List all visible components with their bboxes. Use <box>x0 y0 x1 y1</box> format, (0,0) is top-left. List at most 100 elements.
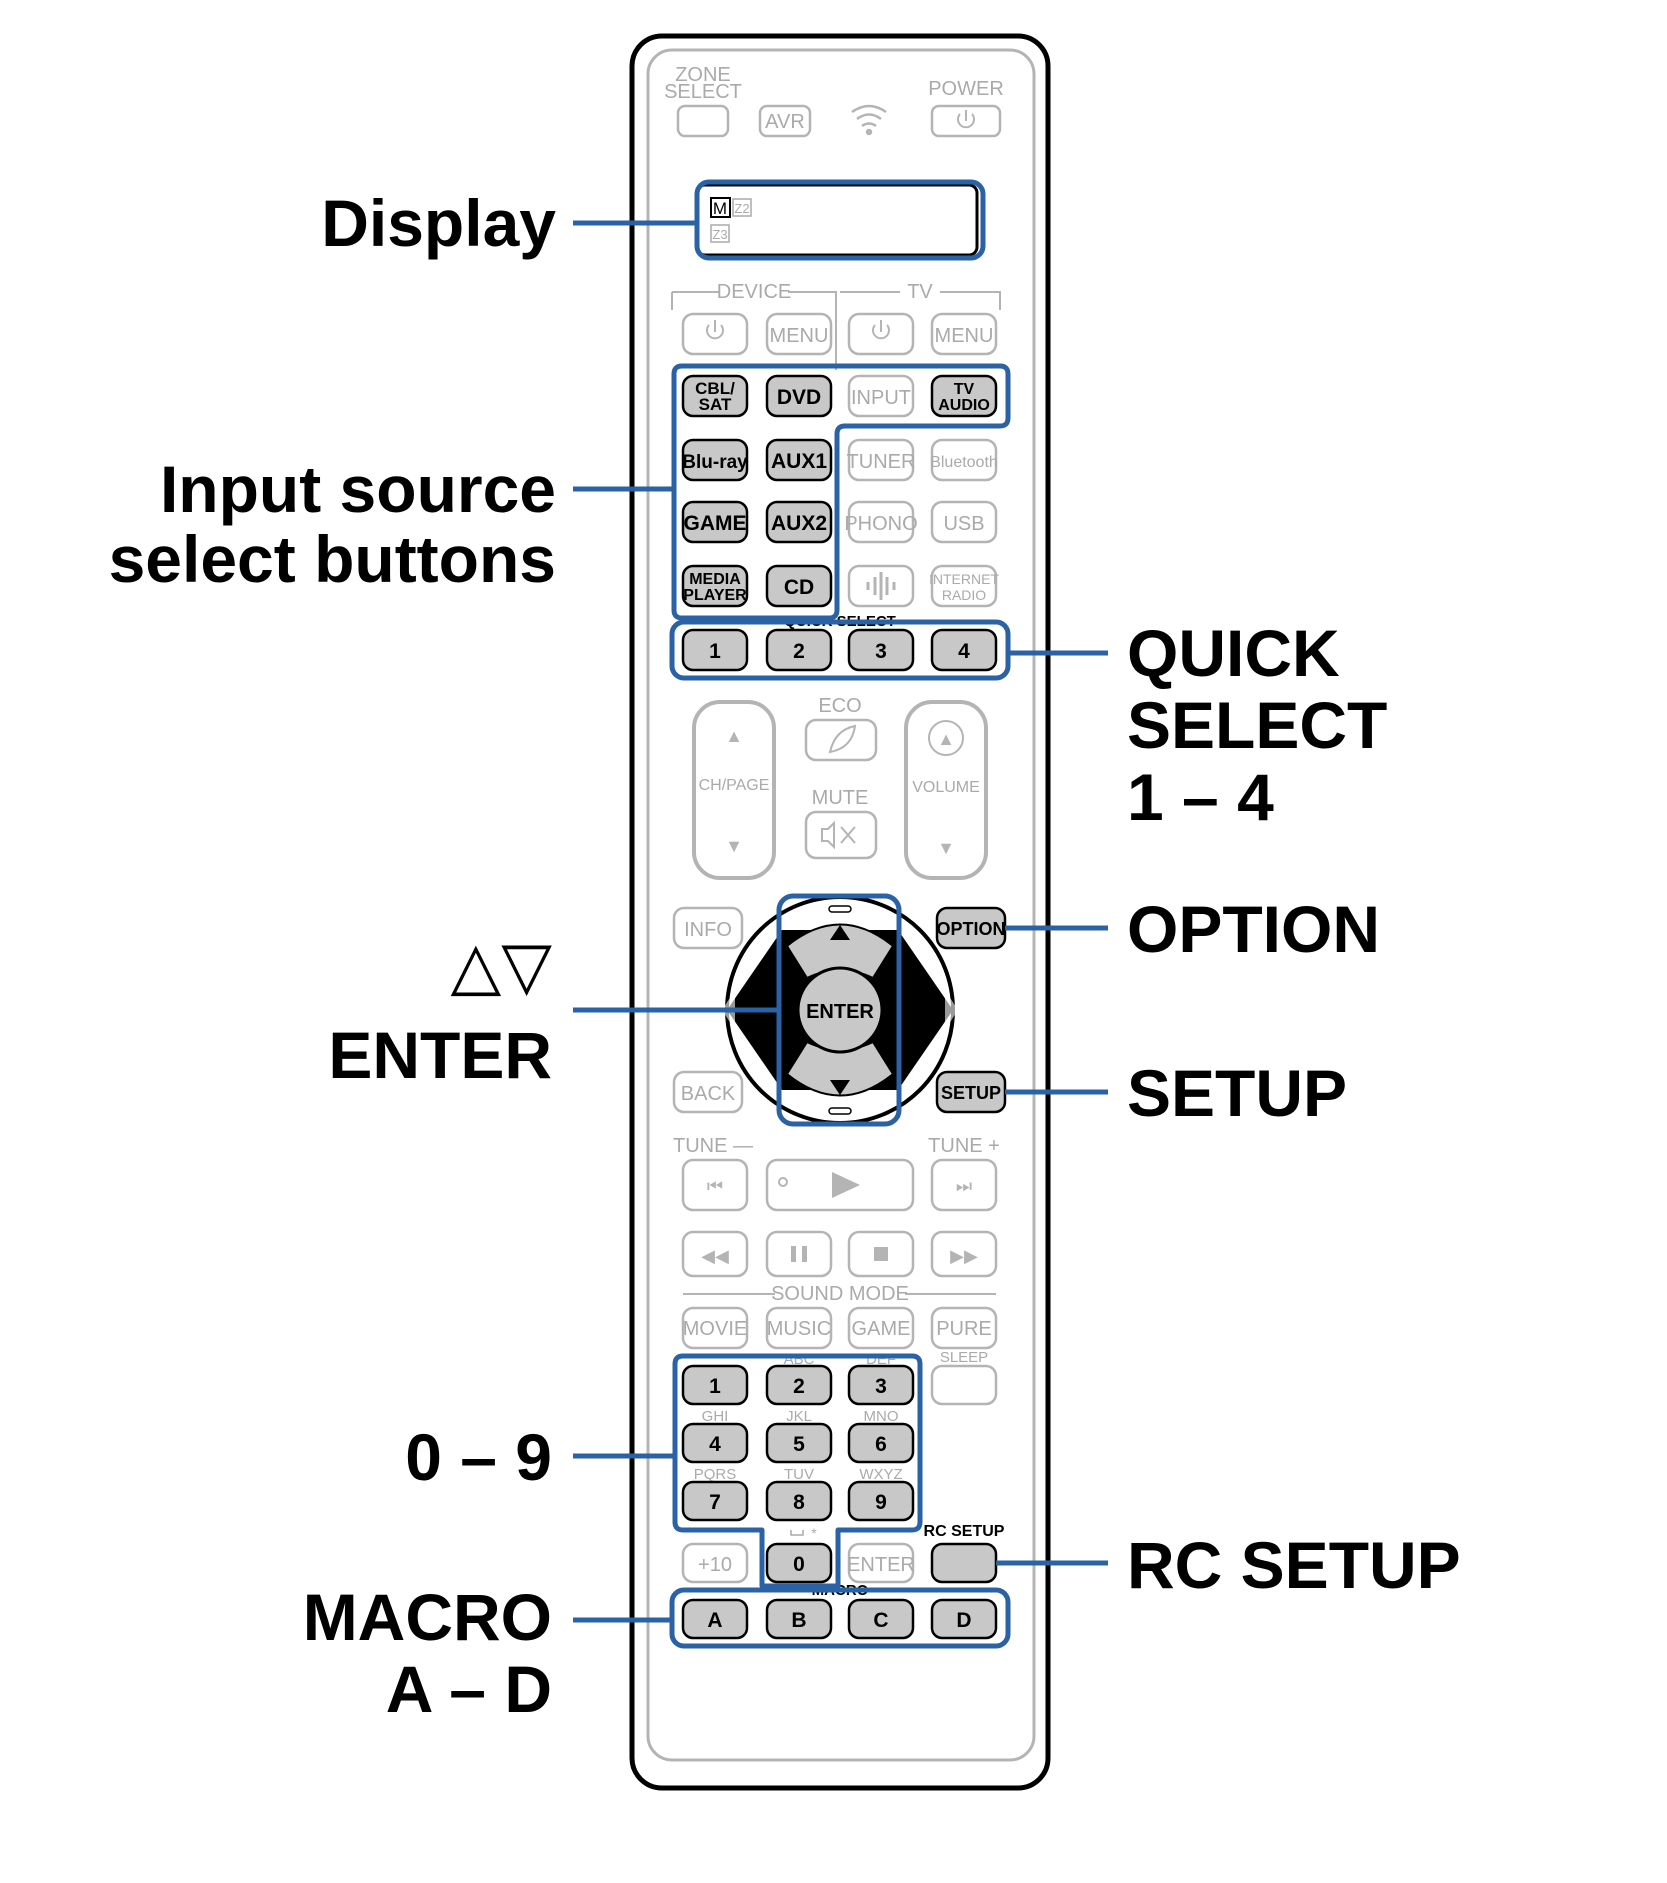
macro-c-label: C <box>873 1609 888 1632</box>
internet-radio-button[interactable] <box>930 564 998 608</box>
digit-7-button[interactable] <box>681 1480 749 1522</box>
tv-power-icon <box>872 320 890 340</box>
skip-back-button[interactable] <box>681 1158 749 1212</box>
tv-audio-button[interactable] <box>930 374 998 418</box>
device-menu-button[interactable] <box>765 312 833 356</box>
digit-9-button[interactable] <box>847 1480 915 1522</box>
pure-mode-button[interactable] <box>930 1306 998 1350</box>
game-input-button[interactable] <box>681 500 749 544</box>
display-zone-m-box <box>710 197 731 218</box>
media-player-button[interactable] <box>681 564 749 608</box>
heos-icon <box>866 572 896 600</box>
eco-button[interactable] <box>804 718 878 762</box>
tv-audio-label-2: AUDIO <box>938 397 990 414</box>
option-button-label: OPTION <box>936 919 1005 939</box>
avr-button[interactable] <box>758 104 812 138</box>
zone-select-button[interactable] <box>676 104 730 138</box>
macro-d-button[interactable] <box>930 1598 998 1640</box>
cbl-sat-button[interactable] <box>681 374 749 418</box>
internet-radio-label: INTERNET <box>929 571 999 587</box>
eco-label: ECO <box>818 695 861 717</box>
space-icon <box>790 1530 804 1536</box>
digit-6-button[interactable] <box>847 1422 915 1464</box>
macro-a-label: A <box>707 1609 722 1632</box>
mno-label: MNO <box>864 1408 899 1425</box>
skip-forward-button[interactable] <box>930 1158 998 1212</box>
digit-6-label: 6 <box>875 1433 887 1456</box>
enter-button[interactable] <box>796 966 884 1054</box>
quick-select-4-button[interactable] <box>930 628 998 672</box>
digit-2-button[interactable] <box>765 1364 833 1406</box>
plus10-button[interactable] <box>681 1542 749 1584</box>
mute-button[interactable] <box>804 810 878 860</box>
rc-setup-button[interactable] <box>930 1542 998 1584</box>
quick-select-2-button[interactable] <box>765 628 833 672</box>
ch-page-label: CH/PAGE <box>699 777 770 794</box>
macro-c-button[interactable] <box>847 1598 915 1640</box>
macro-a-button[interactable] <box>681 1598 749 1640</box>
movie-mode-button[interactable] <box>681 1306 749 1350</box>
tune-minus-label: TUNE — <box>673 1135 753 1157</box>
quick-select-1-button[interactable] <box>681 628 749 672</box>
dpad-right-icon[interactable] <box>945 990 958 1030</box>
pause-button[interactable] <box>765 1230 833 1278</box>
digit-4-label: 4 <box>709 1433 721 1456</box>
fast-forward-icon: ▶▶ <box>950 1246 978 1266</box>
tune-plus-label: TUNE + <box>928 1135 1000 1157</box>
input-source-highlight <box>671 363 1011 621</box>
info-button[interactable] <box>672 906 744 950</box>
tv-menu-button[interactable] <box>930 312 998 356</box>
digit-4-button[interactable] <box>681 1422 749 1464</box>
rewind-icon: ◀◀ <box>701 1246 729 1266</box>
up-arrow-icon <box>830 925 850 940</box>
bluray-button[interactable] <box>681 438 749 482</box>
macro-d-label: D <box>956 1609 971 1632</box>
usb-button[interactable] <box>930 500 998 544</box>
quick-select-3-button[interactable] <box>847 628 915 672</box>
bluetooth-label: Bluetooth <box>930 454 998 471</box>
volume-up-circle <box>928 720 964 756</box>
keypad-enter-button[interactable] <box>847 1542 915 1584</box>
sleep-label: SLEEP <box>940 1349 988 1366</box>
ch-page-rocker[interactable] <box>692 700 776 880</box>
sleep-button[interactable] <box>930 1364 998 1406</box>
digit-1-button[interactable] <box>681 1364 749 1406</box>
pure-mode-label: PURE <box>936 1318 992 1340</box>
quick-select-1-label: 1 <box>709 640 721 663</box>
aux2-button[interactable] <box>765 500 833 544</box>
music-mode-button[interactable] <box>765 1306 833 1350</box>
tv-power-button[interactable] <box>847 312 915 356</box>
display-callout: Display <box>321 186 556 260</box>
tuner-button[interactable] <box>847 438 915 482</box>
asterisk-icon: * <box>811 1525 817 1541</box>
option-callout: OPTION <box>1127 892 1380 966</box>
digit-3-button[interactable] <box>847 1364 915 1406</box>
digit-8-button[interactable] <box>765 1480 833 1522</box>
tv-audio-label: TV <box>954 381 975 398</box>
digit-0-button[interactable] <box>765 1542 833 1584</box>
input-source-callout-2: select buttons <box>109 522 556 596</box>
device-power-button[interactable] <box>681 312 749 356</box>
bluray-label: Blu-ray <box>682 452 748 473</box>
back-button[interactable] <box>672 1070 744 1114</box>
input-label: INPUT <box>851 387 911 409</box>
input-button[interactable] <box>847 374 915 418</box>
dvd-button[interactable] <box>765 374 833 418</box>
rewind-button[interactable] <box>681 1230 749 1278</box>
ch-up-icon: ▲ <box>725 726 743 746</box>
cd-label: CD <box>784 576 814 599</box>
aux1-button[interactable] <box>765 438 833 482</box>
phono-button[interactable] <box>847 500 915 544</box>
macro-b-button[interactable] <box>765 1598 833 1640</box>
cd-button[interactable] <box>765 564 833 608</box>
quick-select-callout: QUICK <box>1127 616 1340 690</box>
bluetooth-button[interactable] <box>930 438 998 482</box>
fast-forward-button[interactable] <box>930 1230 998 1278</box>
down-arrow-icon <box>830 1080 850 1095</box>
usb-label: USB <box>943 513 984 535</box>
digit-5-button[interactable] <box>765 1422 833 1464</box>
game-mode-button[interactable] <box>847 1306 915 1350</box>
volume-rocker[interactable] <box>904 700 988 880</box>
